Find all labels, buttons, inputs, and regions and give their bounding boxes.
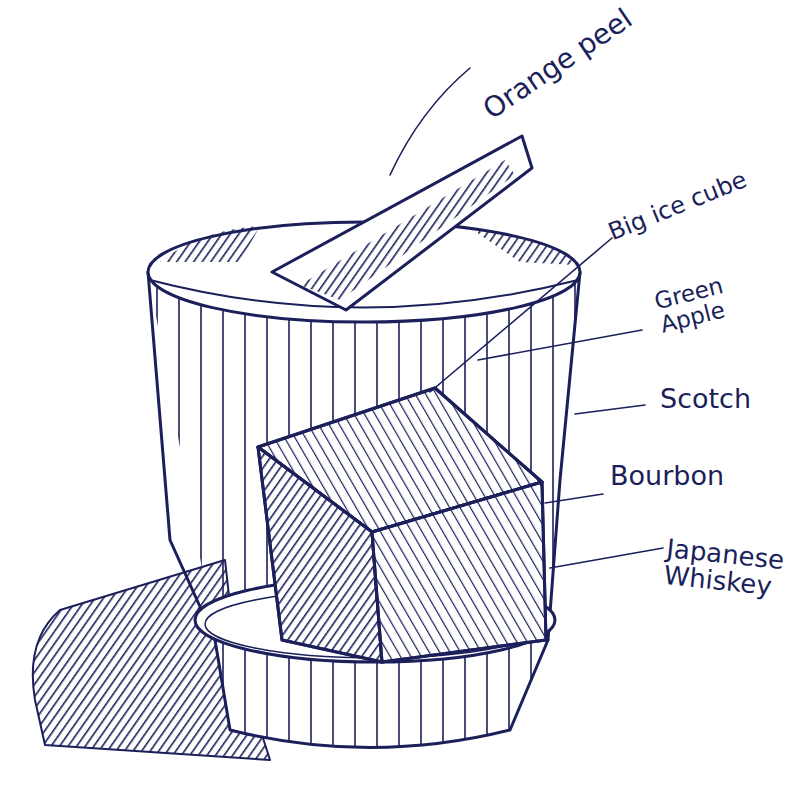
callout-label: Big ice cube	[605, 167, 750, 245]
callout-label: Green Apple	[652, 266, 761, 337]
callout-label: Orange peel	[478, 4, 637, 125]
callout-label: Bourbon	[610, 462, 724, 490]
callout-label: Scotch	[660, 385, 751, 413]
callout-label: Japanese Whiskey	[662, 535, 785, 602]
